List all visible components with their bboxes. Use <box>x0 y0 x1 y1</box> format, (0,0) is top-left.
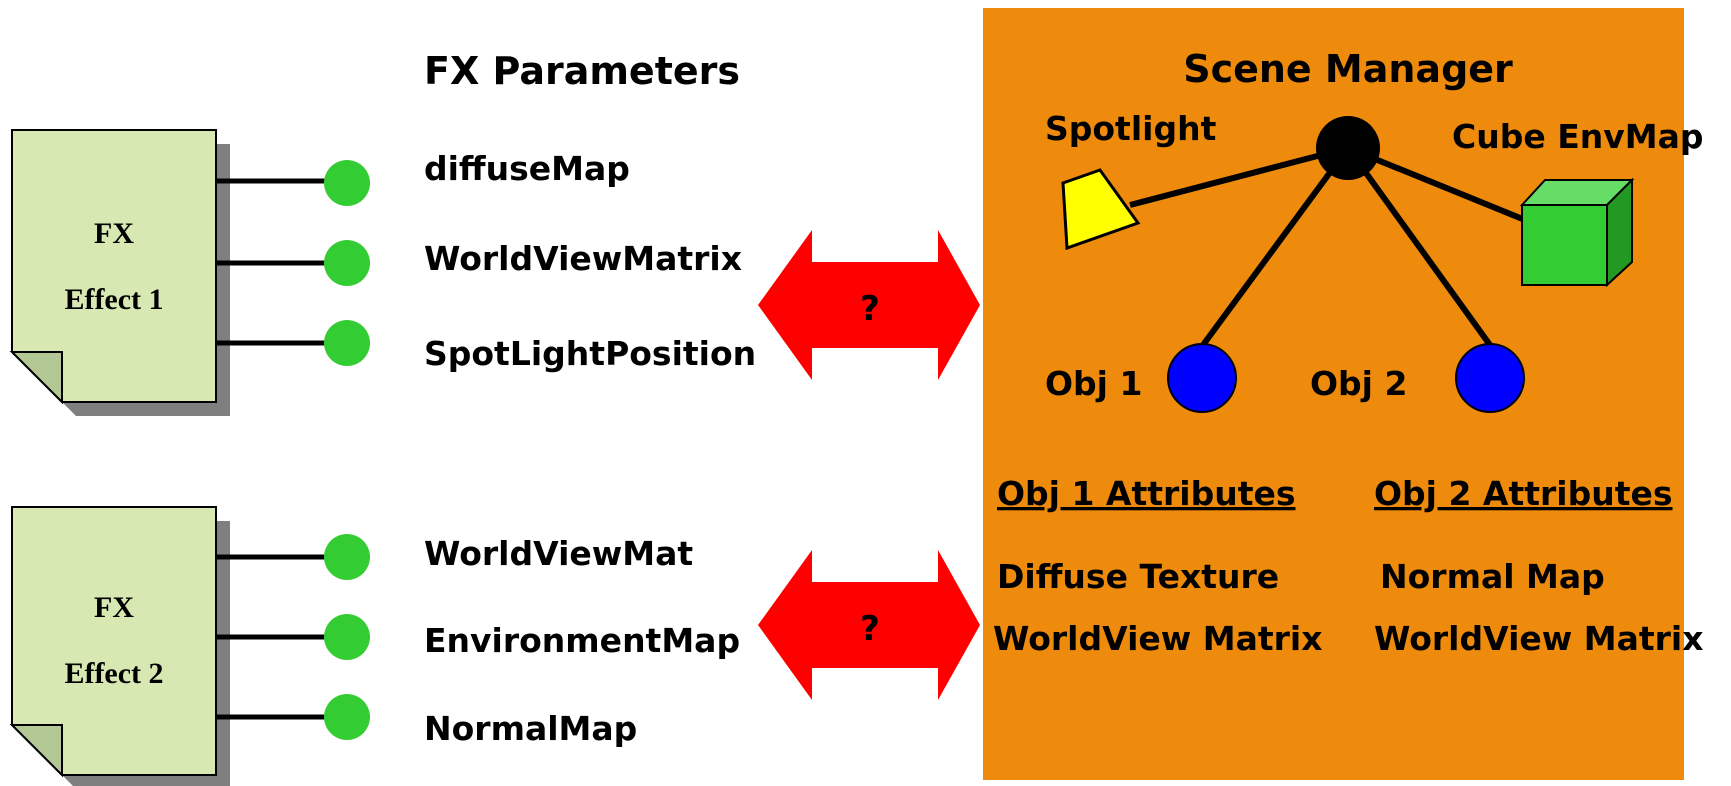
param-dot <box>324 534 370 580</box>
param-label: WorldViewMat <box>424 534 693 573</box>
document-fold <box>9 724 63 778</box>
fx-effect-2-document: FX Effect 2 <box>9 506 230 786</box>
document-fold <box>9 351 63 405</box>
spotlight-icon <box>1061 168 1141 251</box>
spotlight-label: Spotlight <box>1045 109 1217 148</box>
cube-envmap-label: Cube EnvMap <box>1452 117 1703 156</box>
double-arrow <box>758 230 980 380</box>
scene-manager-panel: Scene Manager Spotlight Cube EnvMap Obj … <box>983 8 1703 780</box>
param-dots <box>324 160 370 740</box>
arrow-question-mark: ? <box>860 289 880 329</box>
mapping-arrow-2: ? <box>758 550 980 700</box>
obj-1-node <box>1167 343 1237 413</box>
document-page <box>11 506 217 776</box>
obj-2-label: Obj 2 <box>1310 364 1407 403</box>
param-label: WorldViewMatrix <box>424 239 742 278</box>
scene-tree-edges <box>1129 145 1532 347</box>
fx-effect-1-document: FX Effect 1 <box>9 129 230 416</box>
scene-title: Scene Manager <box>1183 47 1513 91</box>
obj-1-label: Obj 1 <box>1045 364 1142 403</box>
cube-icon <box>1519 177 1635 288</box>
obj-2-attribute: WorldView Matrix <box>1374 619 1703 658</box>
effect-2-line1: FX <box>94 591 134 624</box>
effect-2-line2: Effect 2 <box>64 657 163 690</box>
param-dot <box>324 320 370 366</box>
obj-1-attributes-title: Obj 1 Attributes <box>997 474 1296 513</box>
param-label: SpotLightPosition <box>424 334 756 373</box>
obj-1-attribute: WorldView Matrix <box>993 619 1322 658</box>
param-dot <box>324 614 370 660</box>
param-label: diffuseMap <box>424 149 630 188</box>
scene-root-node <box>1316 116 1380 180</box>
params-header: FX Parameters <box>424 49 740 93</box>
param-connectors <box>216 178 330 720</box>
obj-2-node <box>1455 343 1525 413</box>
double-arrow <box>758 550 980 700</box>
document-page <box>11 129 217 403</box>
param-dot <box>324 160 370 206</box>
obj-2-attribute: Normal Map <box>1380 557 1605 596</box>
effect-1-line1: FX <box>94 217 134 250</box>
param-dot <box>324 240 370 286</box>
param-dot <box>324 694 370 740</box>
obj-1-attribute: Diffuse Texture <box>997 557 1279 596</box>
arrow-question-mark: ? <box>860 609 880 649</box>
effect-1-line2: Effect 1 <box>64 283 163 316</box>
obj-2-attributes-title: Obj 2 Attributes <box>1374 474 1673 513</box>
param-label: EnvironmentMap <box>424 621 740 660</box>
param-label: NormalMap <box>424 709 637 748</box>
mapping-arrow-1: ? <box>758 230 980 380</box>
